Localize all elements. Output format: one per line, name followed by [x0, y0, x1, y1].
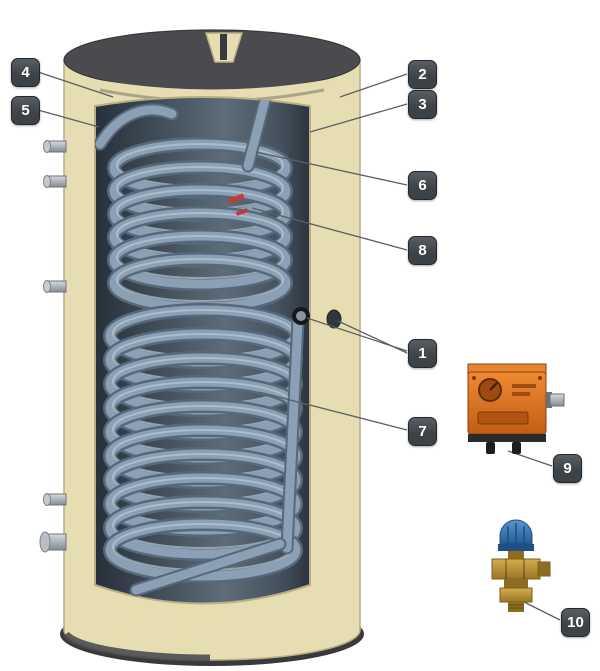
thermostat-dial-pointer [489, 382, 498, 391]
left-bend-pipe [95, 103, 179, 151]
thermostat-panel [477, 411, 529, 425]
insulation-port [326, 309, 342, 329]
line-3 [309, 103, 408, 133]
left-pipe-stubs [39, 140, 67, 553]
valve-cap-ring [498, 544, 534, 551]
thermostat-base [468, 434, 546, 442]
safety-relief-valve [491, 519, 551, 612]
screw [472, 376, 476, 380]
bottom-pipe [129, 537, 287, 597]
line-4 [37, 71, 114, 98]
valve-stem [508, 551, 524, 559]
tank-port-center [296, 311, 306, 321]
valve-thread [508, 602, 524, 612]
callout-4: 4 [11, 58, 40, 87]
valve-lower-hex [499, 587, 533, 603]
line-6 [255, 151, 408, 186]
top-notch-slot [220, 34, 227, 60]
thermostat-body [467, 371, 547, 435]
upper-inlet-pipe [241, 97, 273, 173]
callout-2: 2 [408, 60, 437, 89]
callout-6: 6 [408, 171, 437, 200]
callout-8: 8 [408, 236, 437, 265]
line-8 [251, 207, 408, 251]
screw [538, 376, 542, 380]
line-7 [258, 391, 408, 431]
valve-neck [504, 579, 528, 588]
line-2 [339, 73, 408, 98]
sensor-mark-small [235, 208, 249, 216]
line-1b [337, 320, 408, 354]
thermostat-pipe-nut [546, 392, 552, 408]
valve-outlet [537, 561, 551, 577]
coil-riser-pipe [280, 313, 305, 555]
thermostat-capillary-outlet [549, 393, 565, 407]
tank-interior [95, 97, 305, 597]
callout-9: 9 [553, 454, 582, 483]
sensor-mark [227, 193, 245, 204]
insulation-cut-band [95, 79, 329, 99]
line-5 [37, 109, 100, 128]
callout-3: 3 [408, 90, 437, 119]
thermostat-label-line [512, 384, 536, 388]
thermostat-leg [486, 442, 495, 454]
callout-5: 5 [11, 96, 40, 125]
bottom-rim [63, 631, 211, 662]
callout-7: 7 [408, 417, 437, 446]
thermostat-label-line [512, 392, 530, 396]
callout-1: 1 [408, 339, 437, 368]
thermostat-unit [467, 363, 565, 454]
callout-lines [37, 71, 561, 621]
line-10 [523, 601, 561, 621]
valve-body-hex [491, 558, 541, 580]
thermostat-leg [512, 442, 521, 454]
callout-10: 10 [561, 608, 590, 637]
